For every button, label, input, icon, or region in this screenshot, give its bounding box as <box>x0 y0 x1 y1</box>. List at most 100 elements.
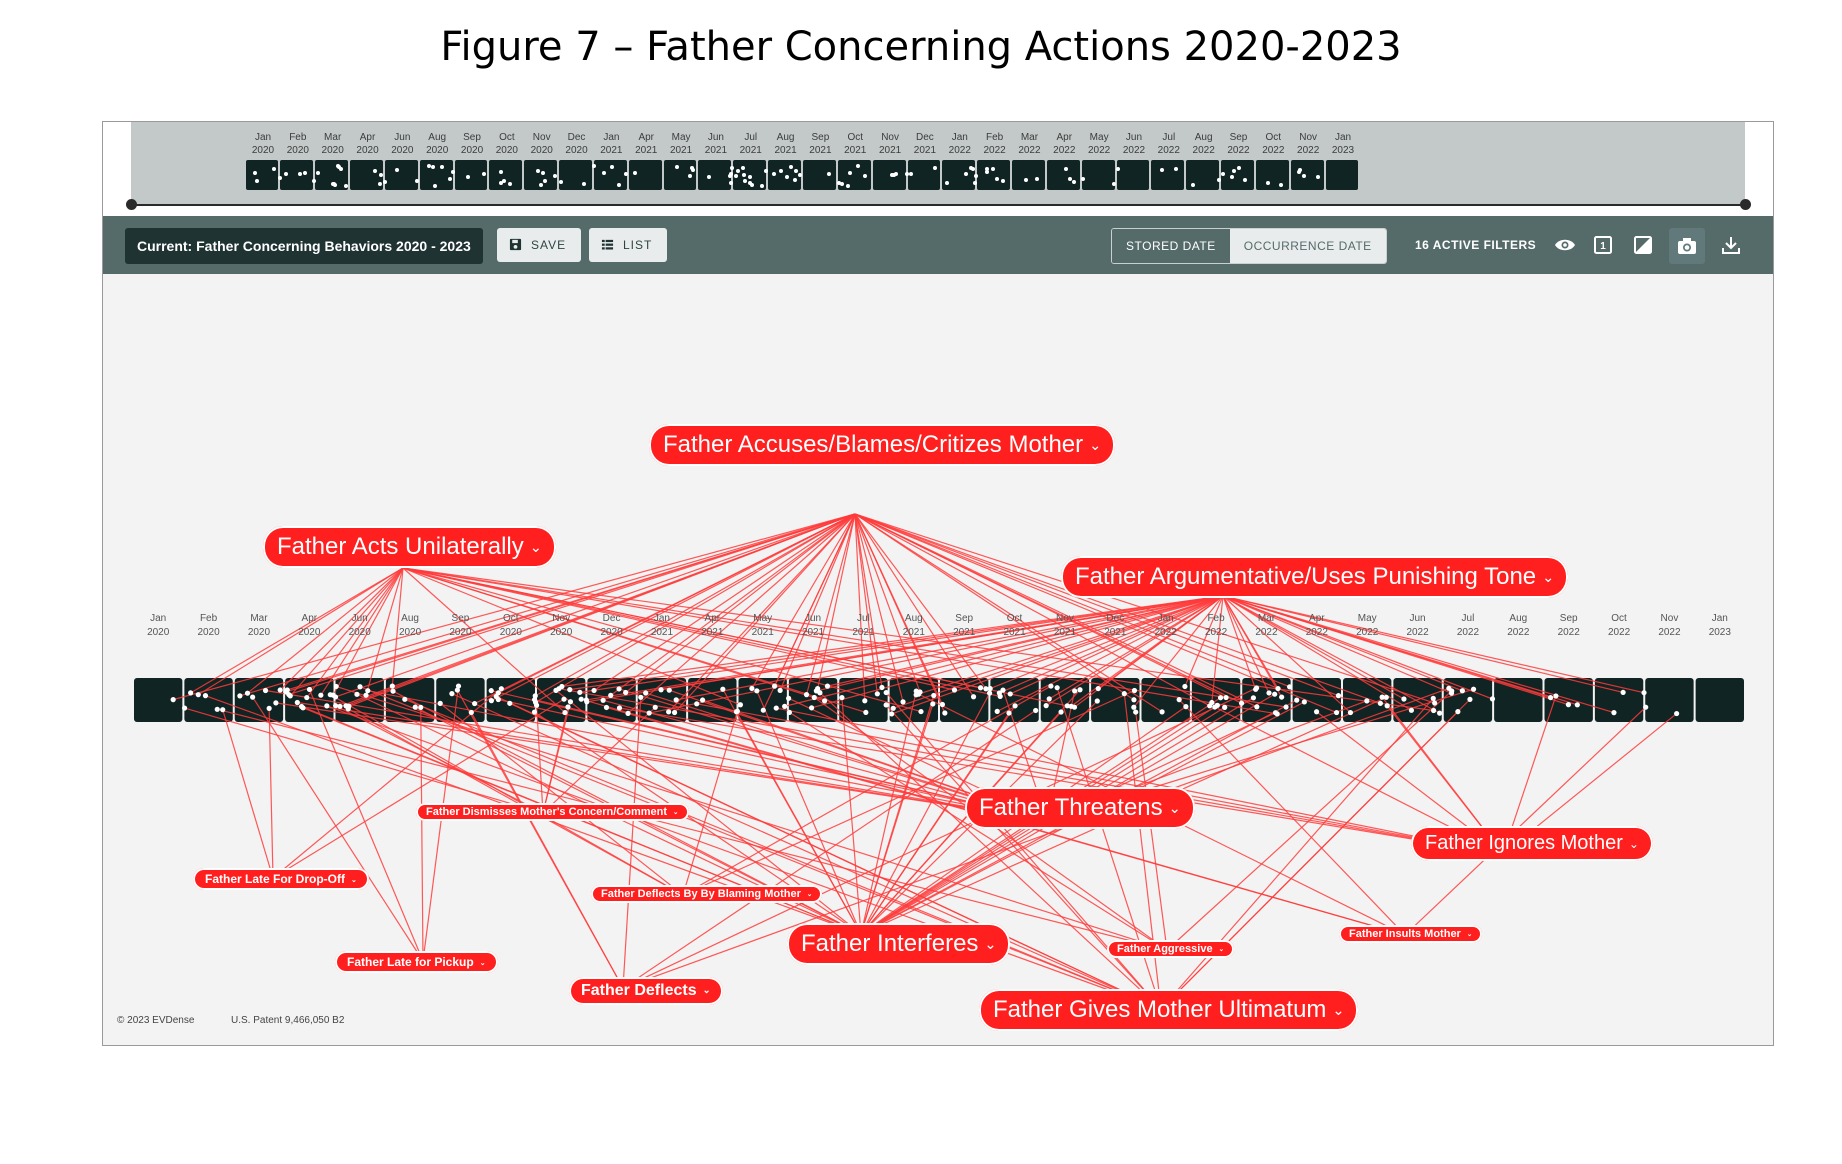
save-button[interactable]: SAVE <box>497 228 581 262</box>
overview-month-block[interactable] <box>1151 160 1185 190</box>
timeline-month-block[interactable] <box>1141 678 1190 722</box>
event-dot[interactable] <box>987 685 993 692</box>
overview-event-dot[interactable] <box>377 181 382 186</box>
node-father-accuses[interactable]: Father Accuses/Blames/Critizes Mother⌄ <box>649 424 1116 466</box>
event-dot[interactable] <box>294 699 300 706</box>
node-father-insults-mother[interactable]: Father Insults Mother⌄ <box>1339 925 1483 943</box>
event-dot[interactable] <box>1294 697 1300 703</box>
overview-event-dot[interactable] <box>539 183 544 188</box>
event-dot[interactable] <box>699 697 706 703</box>
overview-month-block[interactable] <box>245 160 279 190</box>
overview-event-dot[interactable] <box>312 178 317 183</box>
event-dot[interactable] <box>900 699 906 705</box>
overview-month-block[interactable] <box>1255 160 1289 190</box>
chevron-down-icon[interactable]: ⌄ <box>673 809 679 817</box>
event-dot[interactable] <box>1131 697 1137 703</box>
overview-event-dot[interactable] <box>847 170 852 175</box>
event-dot[interactable] <box>333 703 339 709</box>
overview-month-block[interactable] <box>384 160 418 190</box>
event-dot[interactable] <box>237 693 243 699</box>
overview-event-dot[interactable] <box>609 164 614 169</box>
event-dot[interactable] <box>1223 694 1229 701</box>
event-dot[interactable] <box>562 709 568 716</box>
event-dot[interactable] <box>531 709 538 715</box>
overview-event-dot[interactable] <box>1236 166 1241 171</box>
event-dot[interactable] <box>1347 709 1354 716</box>
chevron-down-icon[interactable]: ⌄ <box>984 936 997 953</box>
overview-event-dot[interactable] <box>553 173 558 178</box>
event-dot[interactable] <box>244 690 251 696</box>
event-dot[interactable] <box>1254 704 1260 710</box>
event-dot[interactable] <box>1431 707 1437 714</box>
event-dot[interactable] <box>567 699 574 705</box>
overview-event-dot[interactable] <box>990 167 995 172</box>
timeline-month-block[interactable] <box>1594 678 1644 722</box>
node-father-ultimatum[interactable]: Father Gives Mother Ultimatum⌄ <box>979 989 1359 1031</box>
node-father-deflects-blaming[interactable]: Father Deflects By By Blaming Mother⌄ <box>591 885 823 903</box>
event-dot[interactable] <box>1012 703 1018 709</box>
event-dot[interactable] <box>357 684 363 690</box>
event-dot[interactable] <box>1432 700 1438 706</box>
event-dot[interactable] <box>324 703 330 709</box>
overview-event-dot[interactable] <box>1071 179 1076 184</box>
event-dot[interactable] <box>616 705 623 711</box>
event-dot[interactable] <box>623 689 629 696</box>
overview-event-dot[interactable] <box>707 175 712 179</box>
event-dot[interactable] <box>1313 709 1320 715</box>
event-dot[interactable] <box>603 704 610 711</box>
node-father-late-pickup[interactable]: Father Late for Pickup⌄ <box>335 951 498 973</box>
event-dot[interactable] <box>874 691 880 697</box>
event-dot[interactable] <box>181 705 188 711</box>
overview-event-dot[interactable] <box>333 182 338 187</box>
overview-event-dot[interactable] <box>985 167 990 172</box>
range-start-handle[interactable] <box>126 199 137 210</box>
event-dot[interactable] <box>1459 688 1465 694</box>
overview-event-dot[interactable] <box>543 179 548 184</box>
event-dot[interactable] <box>1006 710 1012 716</box>
overview-event-dot[interactable] <box>763 168 768 173</box>
event-dot[interactable] <box>652 704 658 710</box>
event-dot[interactable] <box>354 691 360 697</box>
overview-event-dot[interactable] <box>339 167 344 172</box>
event-dot[interactable] <box>266 705 272 711</box>
overview-event-dot[interactable] <box>793 178 798 183</box>
event-dot[interactable] <box>402 696 408 702</box>
event-dot[interactable] <box>643 690 649 696</box>
event-dot[interactable] <box>1095 685 1101 692</box>
event-dot[interactable] <box>1335 693 1342 699</box>
event-dot[interactable] <box>1266 690 1272 696</box>
event-dot[interactable] <box>1383 694 1389 700</box>
event-dot[interactable] <box>1283 704 1289 710</box>
event-dot[interactable] <box>608 692 614 698</box>
event-dot[interactable] <box>1455 709 1461 715</box>
event-dot[interactable] <box>773 705 779 711</box>
event-dot[interactable] <box>390 688 396 694</box>
overview-event-dot[interactable] <box>448 177 453 182</box>
current-view-label[interactable]: Current: Father Concerning Behaviors 202… <box>125 228 483 264</box>
overview-month-block[interactable] <box>1221 160 1254 190</box>
event-dot[interactable] <box>1401 696 1407 702</box>
event-dot[interactable] <box>930 701 936 707</box>
event-dot[interactable] <box>1643 704 1649 710</box>
event-dot[interactable] <box>1217 695 1224 701</box>
event-dot[interactable] <box>1046 696 1052 702</box>
event-dot[interactable] <box>1275 685 1281 692</box>
event-dot[interactable] <box>916 691 922 697</box>
overview-event-dot[interactable] <box>1023 177 1028 182</box>
event-dot[interactable] <box>1214 702 1220 708</box>
event-dot[interactable] <box>890 705 896 711</box>
event-dot[interactable] <box>889 711 895 717</box>
overview-event-dot[interactable] <box>278 176 283 180</box>
overview-event-dot[interactable] <box>785 175 790 180</box>
node-father-deflects[interactable]: Father Deflects⌄ <box>569 977 723 1005</box>
event-dot[interactable] <box>472 700 478 707</box>
event-dot[interactable] <box>1301 699 1307 705</box>
event-dot[interactable] <box>754 688 760 694</box>
overview-event-dot[interactable] <box>498 180 503 185</box>
overview-event-dot[interactable] <box>298 172 303 177</box>
overview-event-dot[interactable] <box>272 167 277 172</box>
overview-event-dot[interactable] <box>395 168 400 173</box>
event-dot[interactable] <box>1384 703 1390 709</box>
event-dot[interactable] <box>273 700 279 706</box>
